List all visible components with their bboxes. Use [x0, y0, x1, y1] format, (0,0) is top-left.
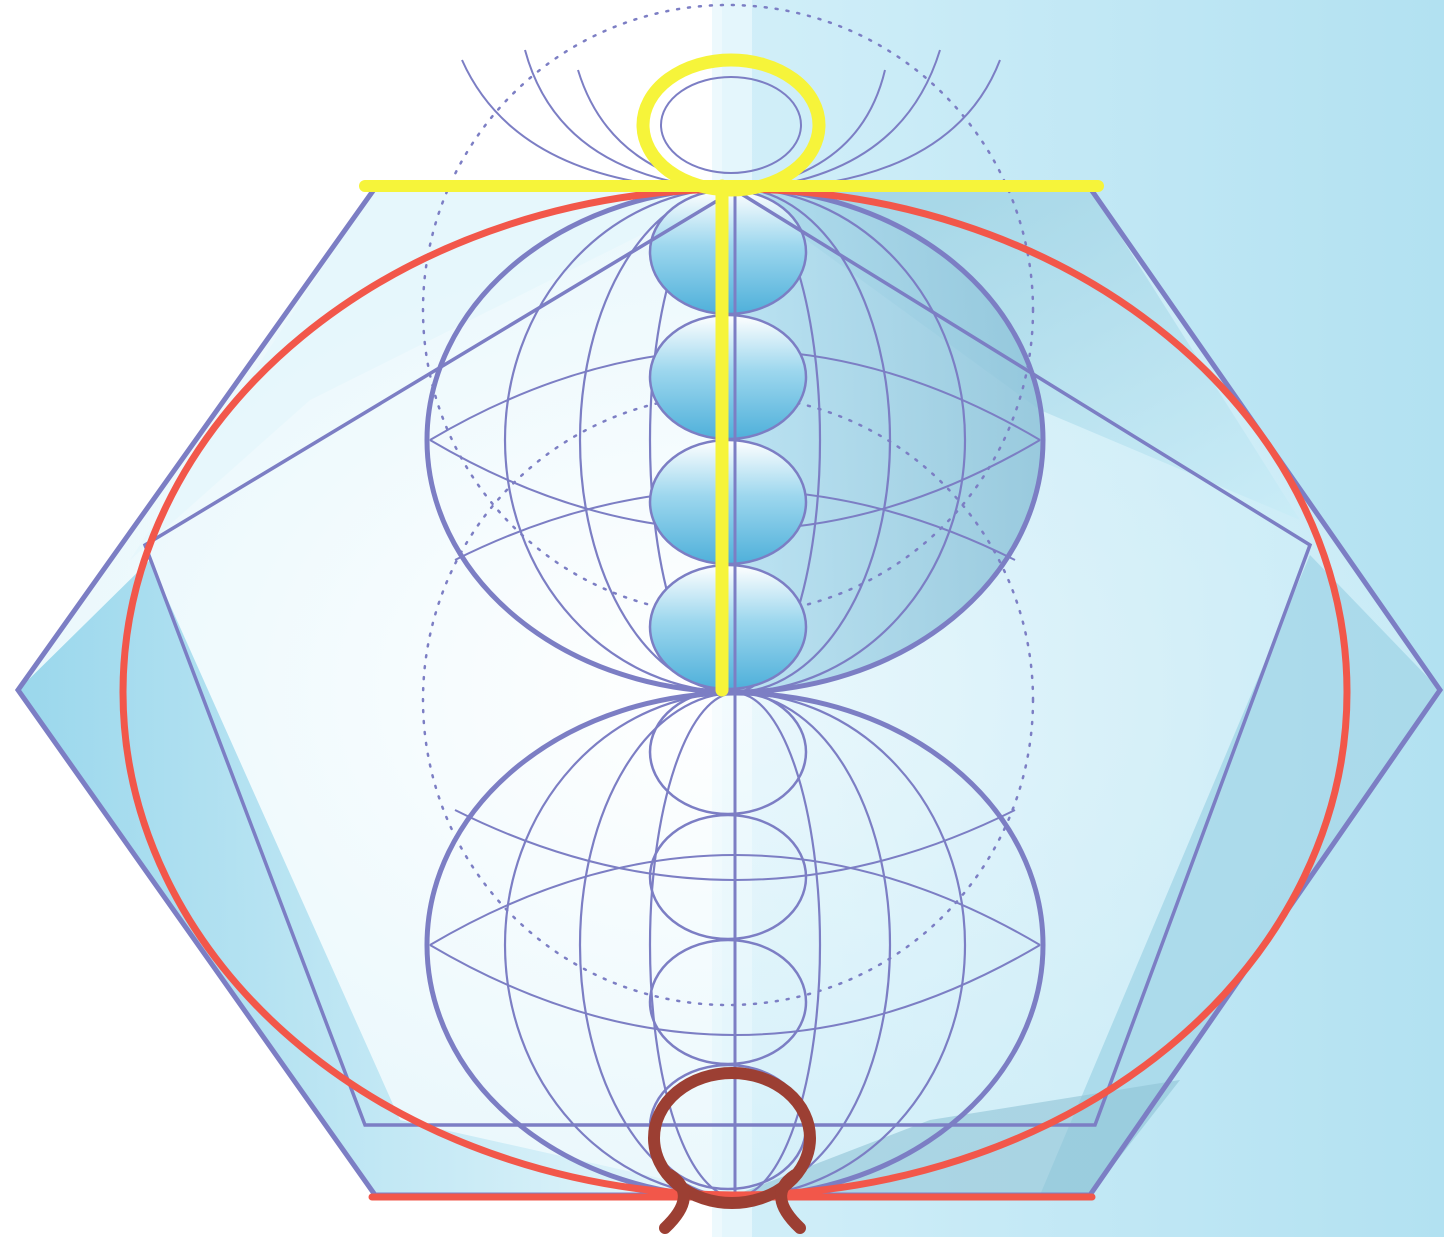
sacred-geometry-diagram [0, 0, 1444, 1237]
diagram-canvas [0, 0, 1444, 1237]
